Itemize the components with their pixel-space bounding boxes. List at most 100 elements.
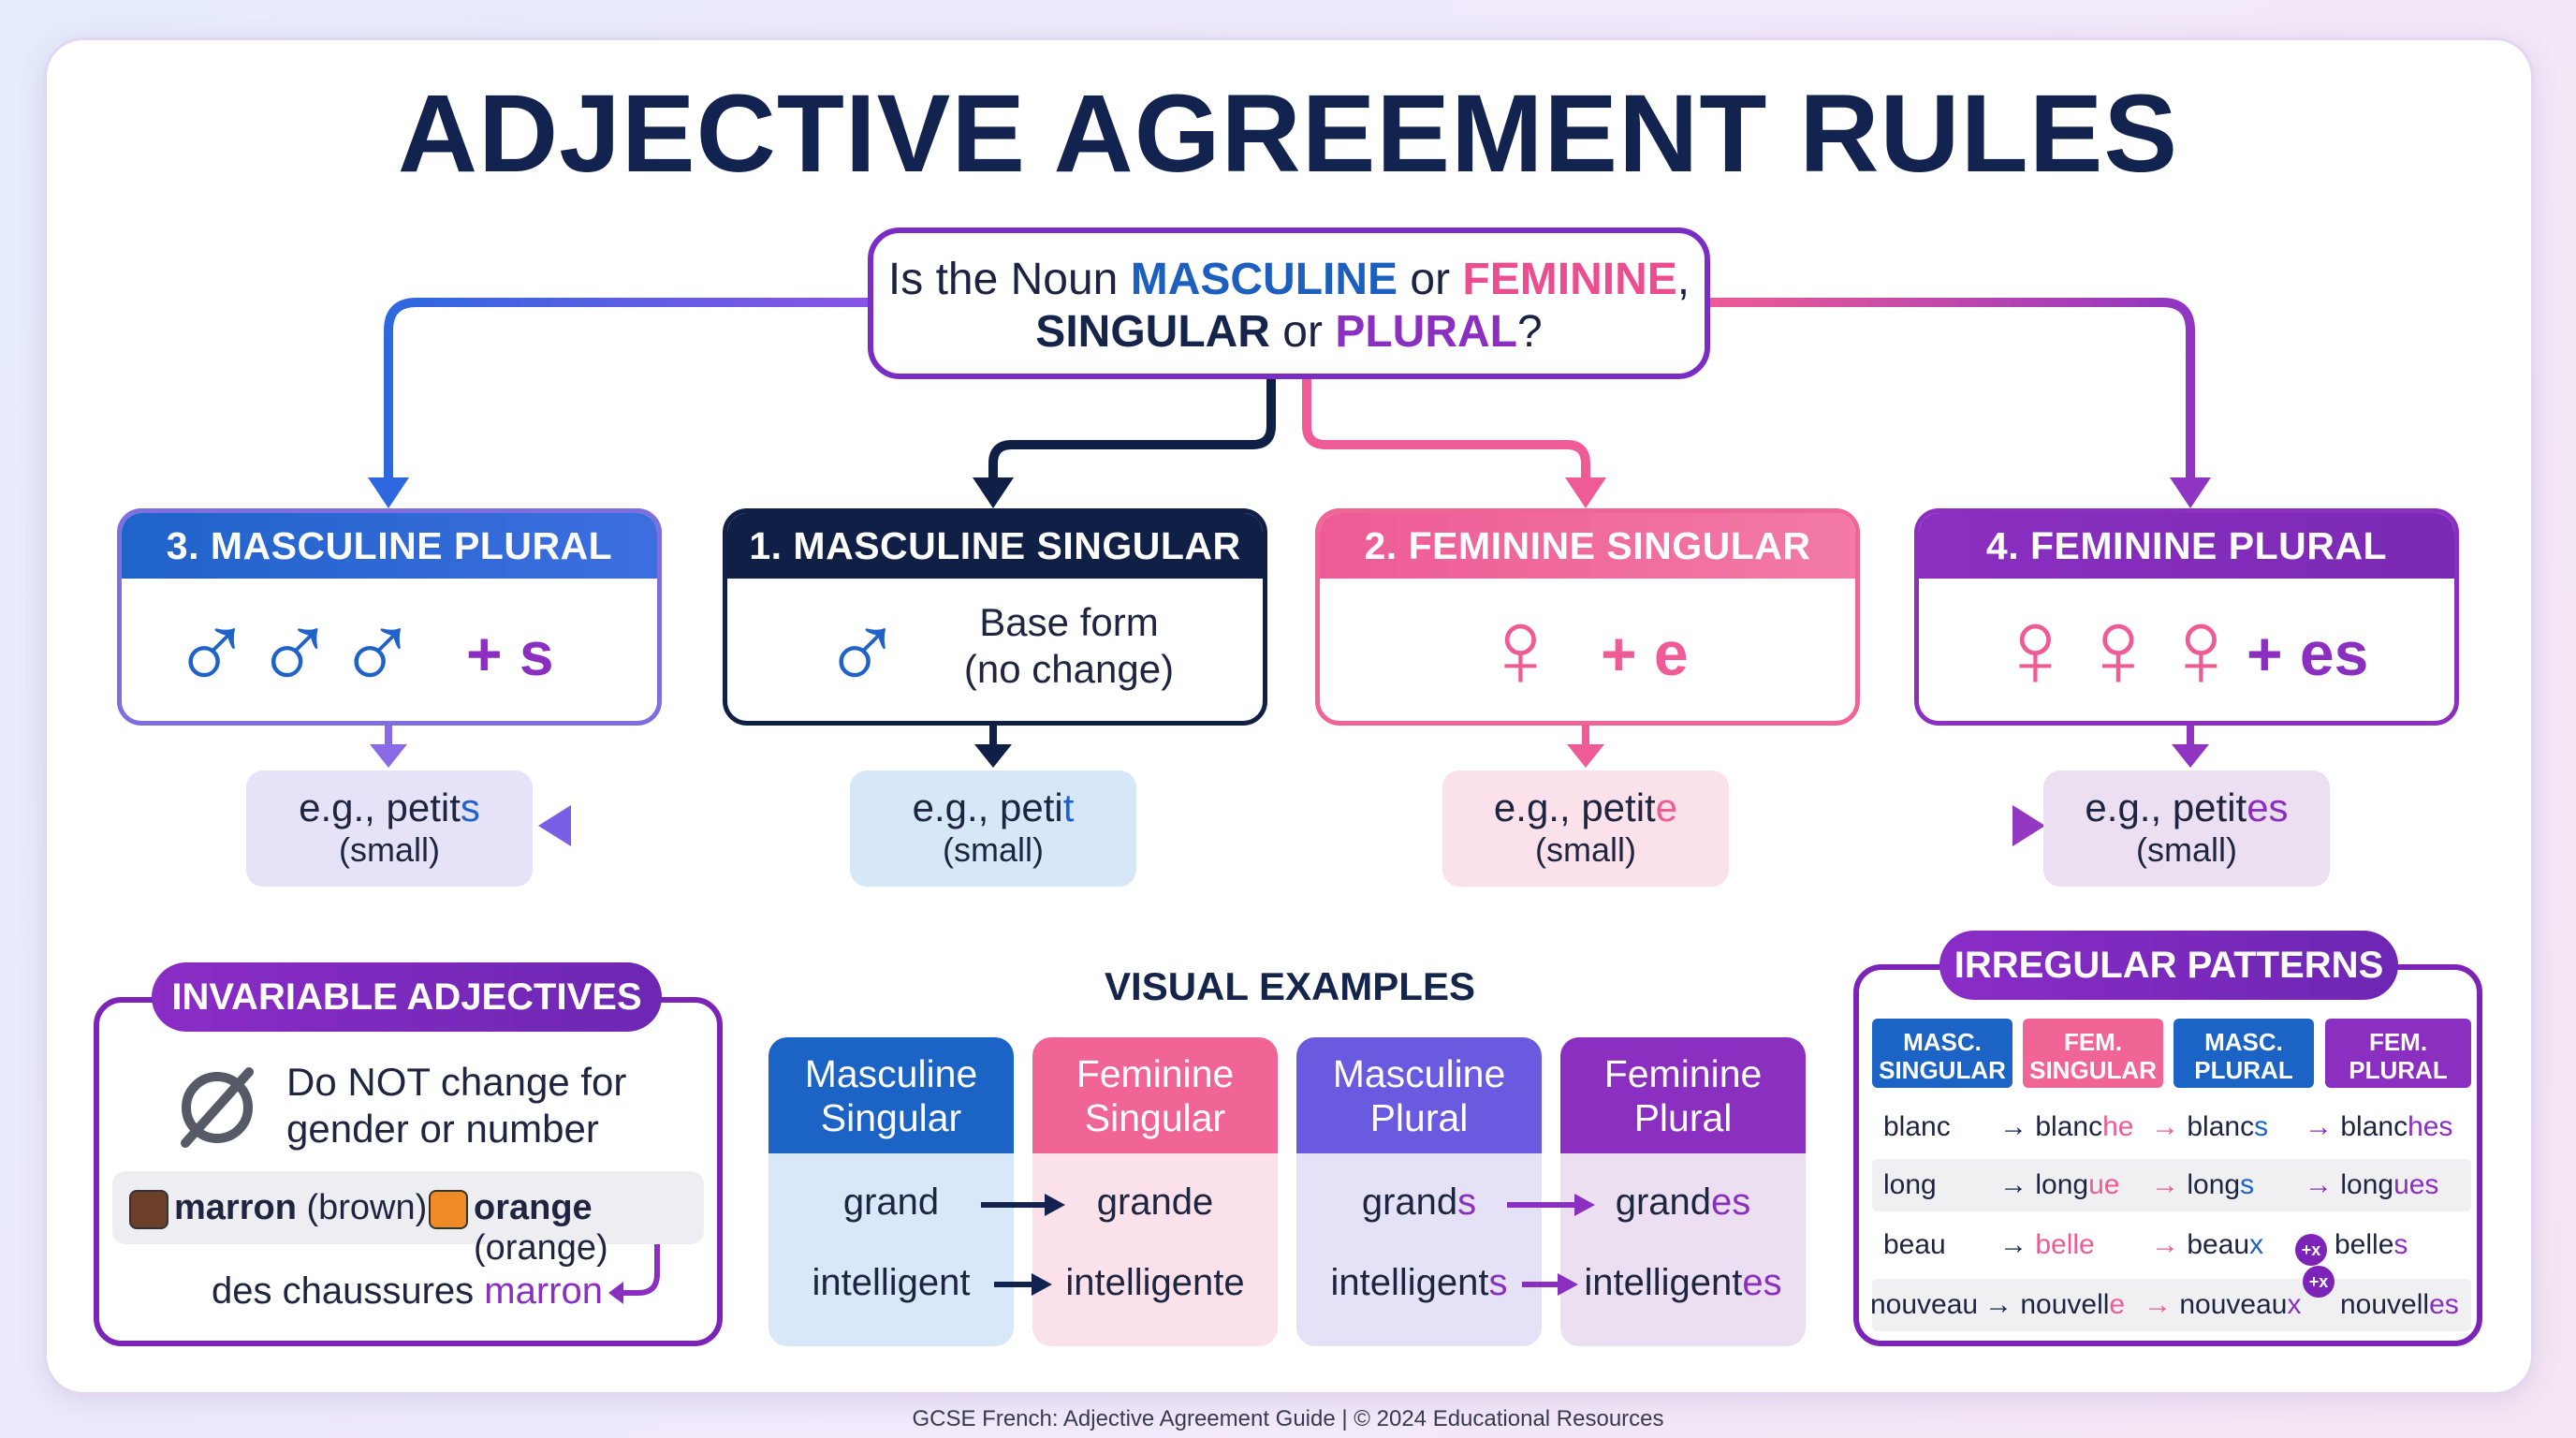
rule-heading: 1. MASCULINE SINGULAR (727, 513, 1263, 579)
irr-fem-singular: → nouvelle (1984, 1289, 2126, 1320)
irr-masc-singular: long (1883, 1169, 1937, 1200)
visual-examples-heading: VISUAL EXAMPLES (1105, 964, 1475, 1008)
suffix-label: + e (1601, 619, 1689, 688)
suffix-label: + s (466, 619, 554, 688)
irregular-panel: MASC.SINGULAR FEM.SINGULAR MASC.PLURAL F… (1853, 964, 2482, 1346)
female-symbol-icon: ♀♀♀ (1994, 587, 2243, 711)
example-masculine-singular: e.g., petit (small) (850, 770, 1136, 887)
visual-word: grandes (1560, 1181, 1806, 1224)
rule-masculine-plural: 3. MASCULINE PLURAL ♂♂♂ + s (117, 508, 662, 726)
rule-heading: 3. MASCULINE PLURAL (122, 513, 657, 579)
orange-swatch (429, 1190, 468, 1229)
question-mark: ? (1516, 307, 1543, 357)
visual-word: intelligent (768, 1262, 1014, 1304)
word-stem: intelligent (812, 1262, 971, 1303)
irr-stem: long (2035, 1169, 2089, 1200)
word-ending: e (1193, 1181, 1214, 1223)
question-or: or (1269, 307, 1336, 357)
irr-fem-singular: → belle (1999, 1229, 2095, 1260)
word-stem: intelligent (1584, 1262, 1743, 1303)
example-masculine-plural: e.g., petits (small) (246, 770, 533, 887)
page-title: ADJECTIVE AGREEMENT RULES (397, 72, 2179, 196)
example-word-end: t (1062, 785, 1075, 829)
irr-col-fem-plural: FEM.PLURAL (2325, 1019, 2471, 1088)
rule-heading: 2. FEMININE SINGULAR (1320, 513, 1855, 579)
return-arrow-icon (608, 1244, 660, 1304)
col-heading: Plural (1369, 1096, 1469, 1139)
suffix-label: + es (2247, 619, 2369, 688)
example-gloss: (small) (2136, 830, 2237, 869)
female-symbol-icon: ♀ (1479, 587, 1562, 711)
irr-masc-plural: → beaux (2151, 1229, 2264, 1260)
col-heading: Singular (820, 1096, 962, 1139)
irr-col-label: FEM. (2063, 1028, 2123, 1056)
male-symbol-icon: ♂ (821, 587, 904, 711)
irr-masc-singular: blanc (1883, 1111, 1951, 1142)
irr-masc-plural: → nouveaux (2144, 1289, 2302, 1320)
irr-ending: es (2429, 1289, 2459, 1320)
color-word: orange (474, 1188, 593, 1227)
example-ending: e (1655, 785, 1678, 829)
irr-col-label: PLURAL (2349, 1056, 2448, 1084)
example-feminine-singular: e.g., petite (small) (1442, 770, 1729, 887)
irr-col-label: SINGULAR (1879, 1056, 2006, 1084)
irr-stem: beau (2187, 1229, 2250, 1260)
col-heading: Plural (1633, 1096, 1733, 1139)
color-examples-row: marron (brown) orange (orange) (112, 1171, 704, 1268)
example-invariable-word: marron (484, 1270, 603, 1312)
word-ending: es (1711, 1181, 1751, 1223)
plus-x-badge: +x (2295, 1234, 2327, 1266)
example-word: e.g., petit (1493, 785, 1656, 829)
irr-fem-plural: belles (2334, 1219, 2408, 1271)
irr-row (1872, 1101, 2471, 1153)
irr-masc-singular: beau (1883, 1229, 1946, 1260)
footer-credit: GCSE French: Adjective Agreement Guide |… (912, 1406, 1664, 1431)
irr-stem: long (2340, 1169, 2394, 1200)
irr-ending: ue (2088, 1169, 2120, 1200)
male-symbol-icon: ♂♂♂ (170, 587, 419, 711)
word-stem: grand (842, 1181, 940, 1223)
word-ending: es (1742, 1262, 1782, 1303)
irr-stem: belle (2334, 1229, 2394, 1260)
rule-feminine-singular: 2. FEMININE SINGULAR ♀ + e (1315, 508, 1860, 726)
irr-stem: nouveau (2179, 1289, 2288, 1320)
base-form-label: Base form (979, 600, 1159, 644)
example-gloss: (small) (943, 830, 1044, 869)
irr-ending: s (2254, 1111, 2269, 1142)
irregular-heading: IRREGULAR PATTERNS (1939, 931, 2398, 1000)
irr-col-label: MASC. (1903, 1028, 1982, 1056)
word-ending: s (1457, 1181, 1477, 1223)
example-text: des chaussures (212, 1270, 485, 1312)
irr-col-masc-plural: MASC.PLURAL (2174, 1019, 2314, 1088)
irr-ending: he (2102, 1111, 2134, 1142)
invariable-heading: INVARIABLE ADJECTIVES (152, 962, 662, 1032)
color-word: marron (174, 1188, 297, 1227)
irr-ending: x (2249, 1229, 2264, 1260)
invariable-panel: Do NOT change for gender or number marro… (94, 997, 723, 1346)
irr-fem-plural: → longues (2305, 1169, 2439, 1200)
word-stem: intelligent (1065, 1262, 1224, 1303)
word-stem: grand (1096, 1181, 1193, 1223)
irr-col-label: SINGULAR (2029, 1056, 2157, 1084)
col-heading: Singular (1084, 1096, 1226, 1139)
irr-ending: ues (2393, 1169, 2439, 1200)
color-gloss: (orange) (474, 1228, 608, 1268)
irr-col-label: FEM. (2368, 1028, 2428, 1056)
word-stem: grand (1361, 1181, 1458, 1223)
irr-masc-plural: → longs (2151, 1169, 2255, 1200)
question-feminine: FEMININE (1462, 255, 1677, 304)
irr-stem: blanc (2187, 1111, 2255, 1142)
question-singular: SINGULAR (1035, 307, 1270, 357)
irr-stem: long (2187, 1169, 2241, 1200)
question-text: Is the Noun (887, 255, 1131, 304)
irr-col-label: PLURAL (2194, 1056, 2293, 1084)
irr-fem-plural: nouvelles (2340, 1279, 2459, 1331)
question-plural: PLURAL (1335, 307, 1517, 357)
irr-row (1872, 1159, 2471, 1211)
visual-word: intelligents (1296, 1262, 1542, 1304)
